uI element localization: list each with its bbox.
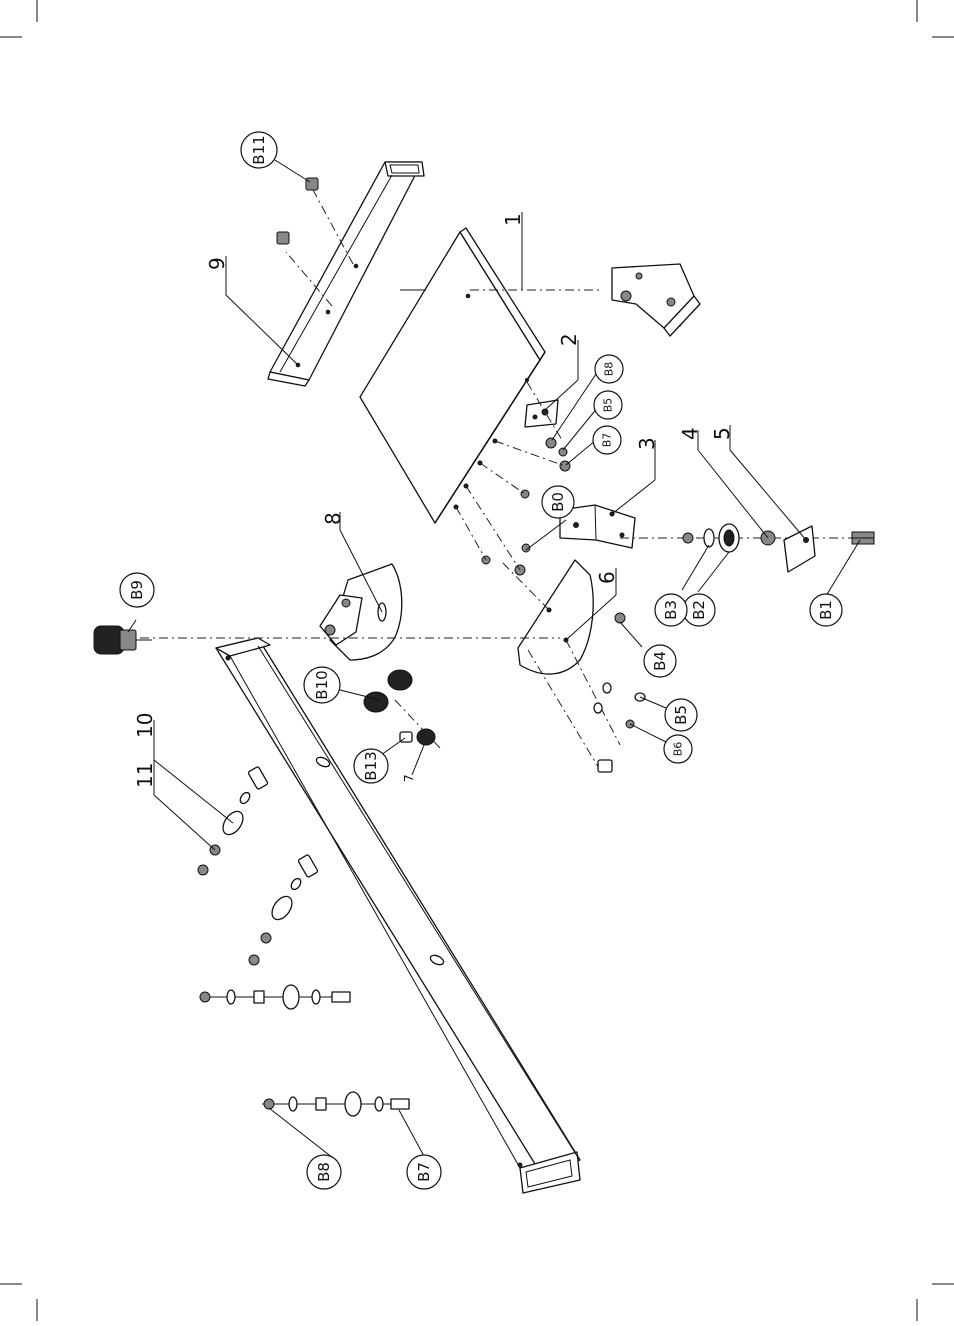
knob-b9	[94, 626, 152, 654]
svg-text:B3: B3	[662, 600, 680, 620]
svg-text:B11: B11	[250, 135, 268, 164]
callout-b2: B2	[683, 594, 715, 626]
part-label-2: 2	[557, 333, 581, 346]
shaft-stack	[620, 524, 874, 572]
small-plate-part-2	[525, 382, 562, 440]
disc-fasteners	[594, 613, 645, 772]
callout-b8: B8	[307, 1155, 341, 1189]
svg-text:B0: B0	[549, 492, 567, 512]
svg-text:B1: B1	[817, 600, 835, 620]
part-label-7: 7	[402, 774, 416, 782]
callout-b1: B1	[810, 594, 842, 626]
svg-text:B8: B8	[603, 362, 616, 377]
svg-text:B9: B9	[128, 580, 146, 600]
svg-text:B8: B8	[315, 1162, 333, 1182]
svg-text:B4: B4	[651, 651, 669, 671]
callout-b13: B13	[354, 749, 388, 783]
callout-b7-small: B7	[593, 426, 621, 454]
hardware-stack-1	[198, 766, 268, 875]
hardware-stack-4	[262, 1092, 410, 1116]
part-label-4: 4	[678, 427, 702, 440]
callout-b6: B6	[664, 735, 692, 763]
svg-text:B7: B7	[415, 1162, 433, 1182]
part-label-6: 6	[595, 571, 619, 584]
bracket-assembly	[612, 264, 700, 336]
part-label-11: 11	[133, 763, 157, 788]
part-label-3: 3	[635, 437, 659, 450]
callout-b10: B10	[304, 667, 340, 703]
svg-text:B7: B7	[601, 433, 614, 448]
svg-text:B13: B13	[362, 751, 380, 780]
callout-b3: B3	[655, 594, 687, 626]
callout-b5: B5	[665, 699, 697, 731]
part-label-10: 10	[133, 713, 157, 738]
part-label-9: 9	[205, 257, 229, 270]
callout-b8-small: B8	[595, 355, 623, 383]
part-label-5: 5	[710, 427, 734, 440]
guard-housing-part-8	[140, 564, 560, 660]
svg-text:B5: B5	[672, 705, 690, 725]
callout-b11: B11	[241, 132, 277, 168]
screws-b11	[277, 178, 318, 244]
hardware-stack-2	[249, 854, 318, 965]
svg-text:B10: B10	[313, 670, 331, 699]
callout-b9: B9	[120, 573, 154, 607]
part-label-8: 8	[321, 512, 345, 525]
quarter-disc-part-6	[500, 560, 620, 770]
svg-text:B6: B6	[672, 742, 685, 757]
svg-text:B5: B5	[602, 398, 615, 413]
svg-text:B2: B2	[690, 600, 708, 620]
hardware-stack-3	[200, 985, 350, 1009]
part-label-1: 1	[501, 213, 525, 226]
rubber-feet-b10	[364, 670, 440, 748]
plate-part-1	[360, 228, 600, 523]
callout-b7: B7	[407, 1155, 441, 1189]
callout-b0: B0	[542, 486, 574, 518]
callout-b5-small: B5	[594, 391, 622, 419]
callout-b4: B4	[644, 645, 676, 677]
